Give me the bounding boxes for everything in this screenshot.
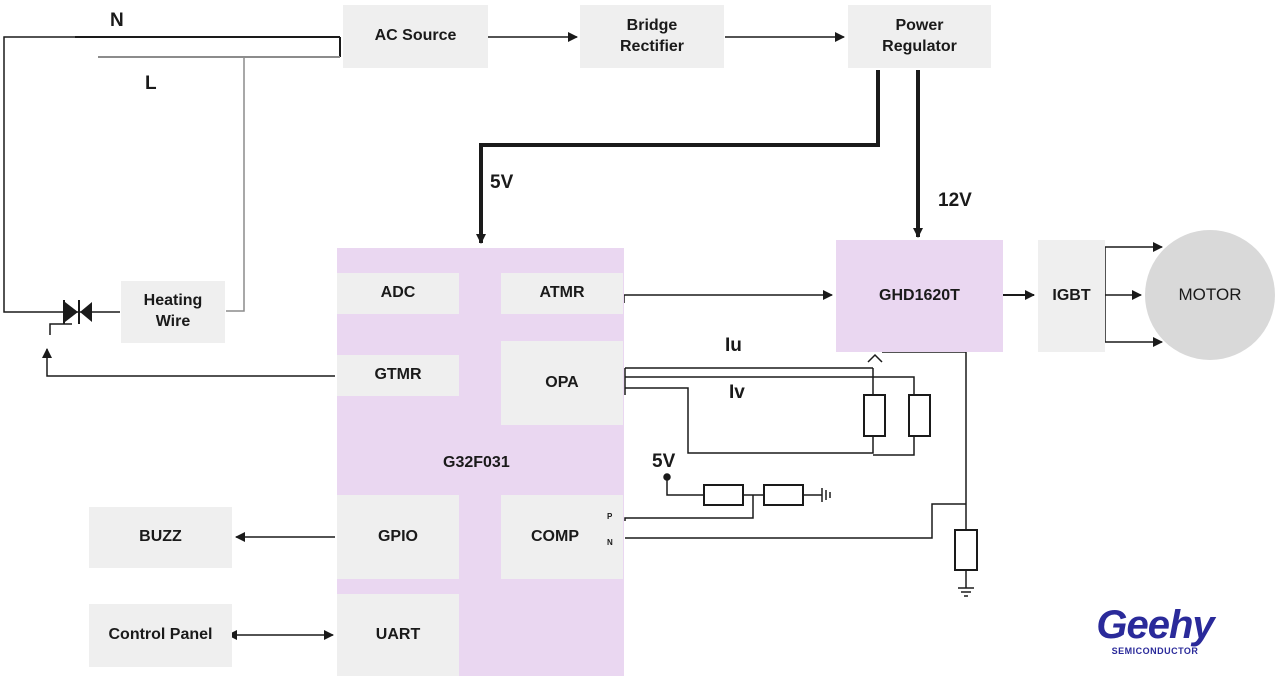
gpio-block: GPIO	[337, 495, 459, 579]
sense-resistor	[954, 529, 978, 571]
iv-label: Iv	[729, 382, 745, 403]
logo-subtitle: SEMICONDUCTOR	[1111, 646, 1199, 656]
mains-n-label: N	[110, 10, 124, 31]
atmr-to-driver-arrow	[623, 290, 833, 303]
divider-resistor-2	[763, 484, 804, 506]
igbt-to-motor-arrows	[1104, 242, 1163, 347]
shunt-resistor-u	[863, 394, 886, 437]
thyristor-symbol	[49, 300, 92, 335]
comparator-network	[624, 473, 974, 597]
mains-l-line	[98, 56, 340, 312]
rail-5v-arrow	[476, 70, 880, 244]
atmr-block: ATMR	[501, 273, 623, 314]
comp-block: COMP	[501, 495, 623, 579]
opa-block: OPA	[501, 341, 623, 425]
rail-5v-label: 5V	[490, 172, 514, 193]
adc-block: ADC	[337, 273, 459, 314]
current-sense-wiring	[624, 351, 967, 530]
igbt-block: IGBT	[1038, 240, 1105, 352]
buzzer-block: BUZZ	[89, 507, 232, 568]
control-panel-block: Control Panel	[89, 604, 232, 667]
gtmr-gate-line	[42, 348, 335, 377]
rail-12v-label: 12V	[938, 190, 972, 211]
mains-n-line	[75, 36, 341, 57]
power-regulator-block: Power Regulator	[848, 5, 991, 68]
uart-block: UART	[337, 594, 459, 676]
comp-ref-5v-label: 5V	[652, 451, 676, 472]
heating-wire-block: Heating Wire	[121, 281, 225, 343]
iu-label: Iu	[725, 335, 742, 356]
gtmr-block: GTMR	[337, 355, 459, 396]
divider-resistor-1	[703, 484, 744, 506]
comp-n-label: N	[607, 538, 613, 547]
mains-l-label: L	[145, 73, 157, 94]
motor-circle: MOTOR	[1145, 230, 1275, 360]
ac-source-block: AC Source	[343, 5, 488, 68]
geehy-logo: Geehy SEMICONDUCTOR	[1080, 605, 1230, 656]
comp-p-label: P	[607, 512, 613, 521]
neutral-return-line	[3, 36, 120, 313]
bridge-rectifier-block: Bridge Rectifier	[580, 5, 724, 68]
mcu-name-label: G32F031	[443, 454, 510, 471]
gate-driver-block: GHD1620T	[836, 240, 1003, 352]
logo-brand: Geehy	[1096, 603, 1214, 647]
shunt-resistor-v	[908, 394, 931, 437]
